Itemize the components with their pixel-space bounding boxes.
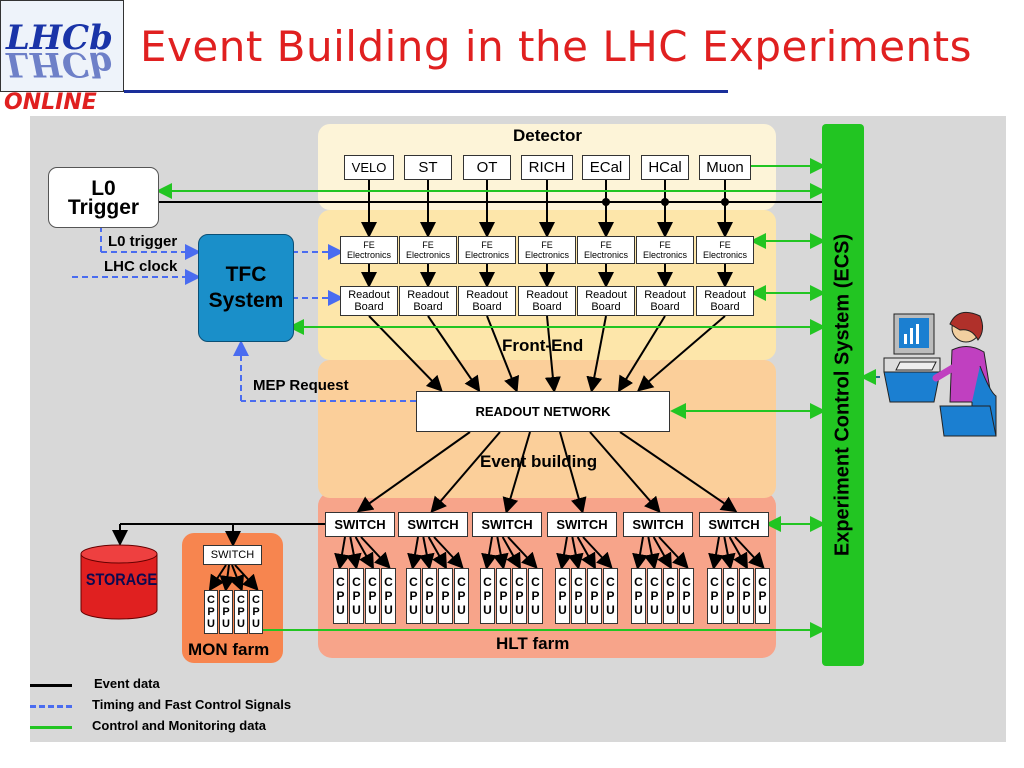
mep-request-label: MEP Request [253,377,349,394]
storage-label: STORAGE [85,570,158,589]
detector-title: Detector [513,126,582,145]
mon-farm-label: MON farm [188,640,270,659]
hlt-switch-box: SWITCH [325,512,395,537]
hlt-switch-box: SWITCH [699,512,769,537]
lhc-clock-label: LHC clock [104,258,178,275]
readout-network-box: READOUT NETWORK [416,391,670,432]
legend-swatch [30,684,72,687]
legend-label: Timing and Fast Control Signals [92,697,292,712]
subdetector-muon: Muon [699,155,751,180]
hlt-farm-label: HLT farm [496,634,570,653]
lhcb-online-logo: LHCb LHCb ONLINE [0,0,124,115]
subdetector-ot: OT [463,155,511,180]
storage-cylinder [80,544,158,620]
ecs-bar [822,124,864,666]
subdetector-ecal: ECal [582,155,630,180]
subdetector-rich: RICH [521,155,573,180]
logo-text: LHCb [6,18,113,58]
hlt-switch-box: SWITCH [547,512,617,537]
subdetector-velo: VELO [344,155,394,180]
l0-trigger-signal-label: L0 trigger [108,233,178,250]
hlt-switch-box: SWITCH [472,512,542,537]
title-underline [124,90,728,93]
legend-swatch [30,726,72,729]
legend-swatch [30,705,72,708]
hlt-switch-box: SWITCH [398,512,468,537]
logo-online-text: ONLINE [4,90,97,115]
subdetector-hcal: HCal [641,155,689,180]
front-end-label: Front-End [502,336,584,355]
hlt-switch-box: SWITCH [623,512,693,537]
legend-label: Event data [94,676,160,691]
slide-title: Event Building in the LHC Experiments [140,22,973,71]
legend-label: Control and Monitoring data [92,718,267,733]
operator-at-computer-icon [883,311,997,437]
event-building-label: Event building [480,452,598,471]
subdetector-st: ST [404,155,452,180]
mon-switch-box: SWITCH [203,545,262,565]
